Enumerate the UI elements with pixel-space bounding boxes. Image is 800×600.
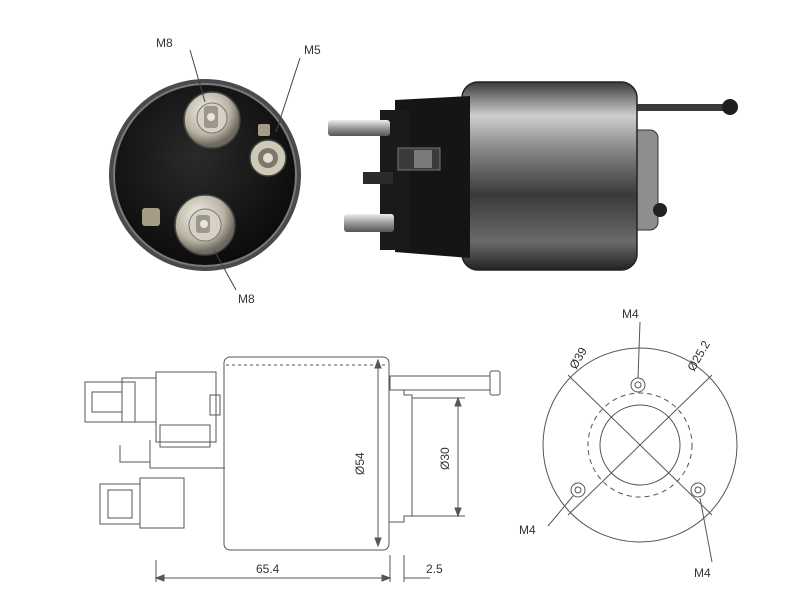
- terminal-m8-bottom: [142, 194, 236, 256]
- label-m4-right: M4: [694, 566, 711, 580]
- end-view-photo: M8 M5 M8: [109, 36, 321, 306]
- dim-diameter-30: Ø30: [438, 447, 452, 470]
- front-view-drawing: [542, 321, 738, 563]
- side-view-photo: [328, 81, 738, 271]
- dim-diameter-39: Ø39: [566, 345, 590, 372]
- label-m8-top: M8: [156, 36, 173, 50]
- dim-length-65-4: 65.4: [256, 562, 280, 576]
- dim-offset-2-5: 2.5: [426, 562, 443, 576]
- side-view-drawing: [84, 356, 501, 582]
- label-m8-bottom: M8: [238, 292, 255, 306]
- terminal-m5: [249, 124, 287, 177]
- label-m4-top: M4: [622, 307, 639, 321]
- label-m5: M5: [304, 43, 321, 57]
- label-m4-left: M4: [519, 523, 536, 537]
- terminal-m8-top: [183, 91, 241, 149]
- dim-diameter-54: Ø54: [353, 452, 367, 475]
- dim-diameter-25-2: Ø25.2: [684, 338, 713, 374]
